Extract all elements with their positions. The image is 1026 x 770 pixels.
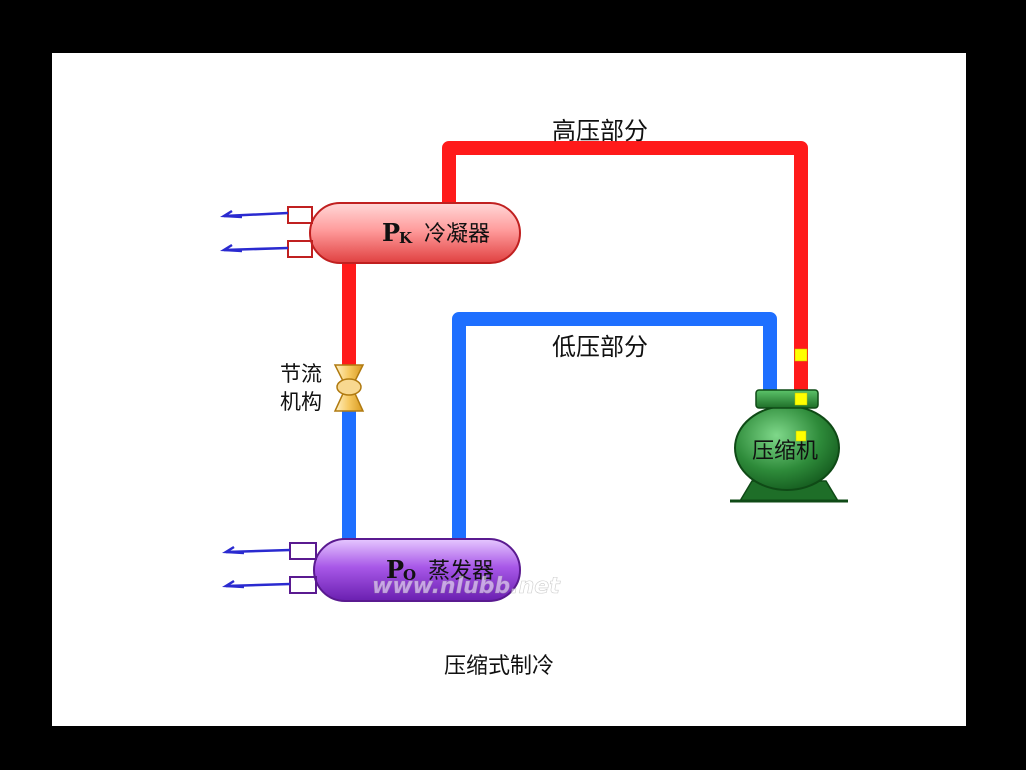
low-pressure-label: 低压部分 <box>552 333 648 361</box>
condenser-subscript: K <box>399 229 413 247</box>
compressor-label: 压缩机 <box>752 439 818 464</box>
compressor: 压缩机 <box>730 389 848 503</box>
evaporator-symbol: P <box>386 555 404 584</box>
condenser-label: 冷凝器 <box>424 222 490 247</box>
evaporator: P O 蒸发器 <box>289 538 521 602</box>
refrigeration-diagram: P K 冷凝器 P O 蒸发器 节流 机构 压缩机 高压部分 <box>219 117 848 679</box>
throttle-label-line1: 节流 <box>280 362 322 386</box>
diagram-caption: 压缩式制冷 <box>444 654 554 679</box>
evaporator-label: 蒸发器 <box>428 559 494 584</box>
condenser-symbol: P <box>382 218 400 247</box>
low-pressure-pipe <box>342 312 777 543</box>
pipe-markers <box>794 348 808 442</box>
condenser: P K 冷凝器 <box>287 202 521 264</box>
high-pressure-label: 高压部分 <box>552 117 648 145</box>
water-lines <box>219 209 291 589</box>
watermark: www.nlubb.net <box>372 574 561 599</box>
throttle-label-line2: 机构 <box>280 390 322 414</box>
evaporator-subscript: O <box>403 566 416 584</box>
throttle-valve <box>333 364 365 412</box>
slide-canvas: P K 冷凝器 P O 蒸发器 节流 机构 压缩机 高压部分 <box>52 53 966 726</box>
high-pressure-pipe <box>342 141 808 395</box>
